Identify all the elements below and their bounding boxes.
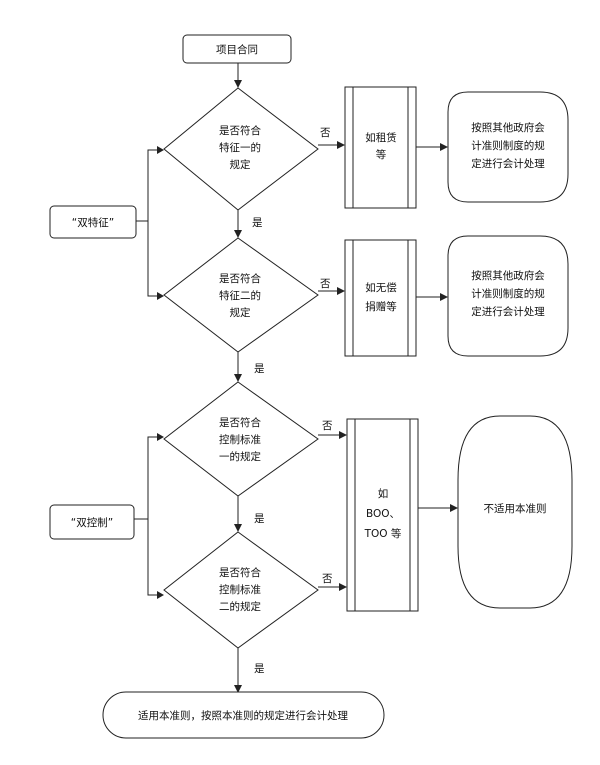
control-node: “双控制”	[49, 504, 135, 540]
outcome-box	[457, 415, 573, 609]
features-box	[49, 205, 137, 239]
arrowhead	[234, 230, 242, 238]
arrowhead	[234, 524, 242, 532]
outcome-text-line: 定进行会计处理	[471, 305, 545, 318]
no-label: 否	[322, 573, 333, 585]
arrowhead	[234, 80, 242, 88]
outcome-box	[447, 235, 569, 357]
connectors	[134, 63, 450, 685]
control-box	[49, 504, 135, 540]
decision-text-line: 控制标准	[219, 433, 261, 446]
start-box	[182, 34, 292, 64]
connector-control-to-d3	[134, 436, 157, 520]
no-label: 否	[320, 278, 331, 290]
example-text-line: 等	[376, 148, 387, 161]
example-box	[346, 418, 419, 612]
features-node: “双特征”	[49, 205, 137, 239]
control-label: “双控制”	[71, 516, 113, 529]
decision-diamond	[163, 87, 319, 211]
decision-2: 是否符合 特征二的 规定	[163, 237, 319, 353]
decision-text-line: 是否符合	[219, 124, 261, 137]
arrowheads	[157, 80, 458, 693]
start-node: 项目合同	[182, 34, 292, 64]
arrowhead	[337, 141, 345, 149]
example-text-line: 捐赠等	[365, 300, 397, 313]
arrowhead	[337, 287, 345, 295]
arrowhead	[450, 504, 458, 512]
yes-label: 是	[254, 663, 265, 675]
arrowhead	[157, 146, 164, 154]
arrowhead	[234, 374, 242, 382]
outcome-3: 不适用本准则	[457, 415, 573, 609]
decision-1: 是否符合 特征一的 规定	[163, 87, 319, 211]
arrowhead	[440, 293, 448, 301]
decision-text-line: 一的规定	[219, 450, 261, 463]
outcome-text-line: 计准则制度的规	[471, 139, 545, 152]
end-box	[102, 691, 385, 739]
connector-features-to-d1	[136, 149, 157, 222]
start-label: 项目合同	[216, 43, 258, 56]
decision-text-line: 是否符合	[219, 272, 261, 285]
arrowhead	[157, 292, 164, 300]
connector-control-to-d4	[147, 519, 157, 596]
outcome-1: 按照其他政府会 计准则制度的规 定进行会计处理	[447, 91, 569, 203]
yes-label: 是	[252, 217, 263, 229]
decision-diamond	[163, 237, 319, 353]
arrowhead	[339, 583, 347, 591]
yes-label: 是	[254, 513, 265, 525]
example-text-line: TOO 等	[364, 527, 402, 540]
example-box	[344, 239, 417, 357]
decision-text-line: 是否符合	[219, 566, 261, 579]
example-text-line: 如	[378, 487, 389, 500]
decision-3: 是否符合 控制标准 一的规定	[163, 381, 319, 497]
features-label: “双特征”	[72, 217, 114, 229]
no-label: 否	[320, 127, 331, 139]
decision-text-line: 是否符合	[219, 416, 261, 429]
no-label: 否	[322, 420, 333, 432]
branch-labels: 是 是 是 是 否 否 否 否	[252, 127, 333, 675]
connector-features-to-d2	[147, 221, 157, 297]
outcome-text-line: 定进行会计处理	[471, 157, 545, 170]
decision-4: 是否符合 控制标准 二的规定	[163, 531, 319, 649]
decision-text-line: 控制标准	[219, 583, 261, 596]
decision-text-line: 规定	[230, 306, 251, 319]
example-text-line: 如租赁	[365, 131, 397, 144]
outcome-box	[447, 91, 569, 203]
decision-text-line: 二的规定	[219, 600, 261, 613]
arrowhead	[339, 431, 347, 439]
outcome-text-line: 按照其他政府会	[471, 121, 545, 134]
example-3: 如 BOO、 TOO 等	[346, 418, 419, 612]
decision-diamond	[163, 381, 319, 497]
outcome-text-line: 按照其他政府会	[471, 269, 545, 282]
example-box	[344, 86, 417, 209]
arrowhead	[157, 591, 164, 599]
decision-text-line: 规定	[230, 158, 251, 171]
end-node: 适用本准则，按照本准则的规定进行会计处理	[102, 691, 385, 739]
outcome-2: 按照其他政府会 计准则制度的规 定进行会计处理	[447, 235, 569, 357]
example-2: 如无偿 捐赠等	[344, 239, 417, 357]
decision-text-line: 特征一的	[219, 141, 261, 154]
decision-text-line: 特征二的	[219, 289, 261, 302]
outcome-text-line: 不适用本准则	[484, 502, 547, 515]
outcome-text-line: 计准则制度的规	[471, 287, 545, 300]
arrowhead	[157, 433, 164, 441]
example-text-line: BOO、	[366, 508, 400, 520]
arrowhead	[234, 685, 242, 693]
yes-label: 是	[254, 363, 265, 375]
decision-diamond	[163, 531, 319, 649]
example-1: 如租赁 等	[344, 86, 417, 209]
example-text-line: 如无偿	[365, 281, 397, 294]
end-label: 适用本准则，按照本准则的规定进行会计处理	[138, 709, 348, 722]
arrowhead	[440, 143, 448, 151]
